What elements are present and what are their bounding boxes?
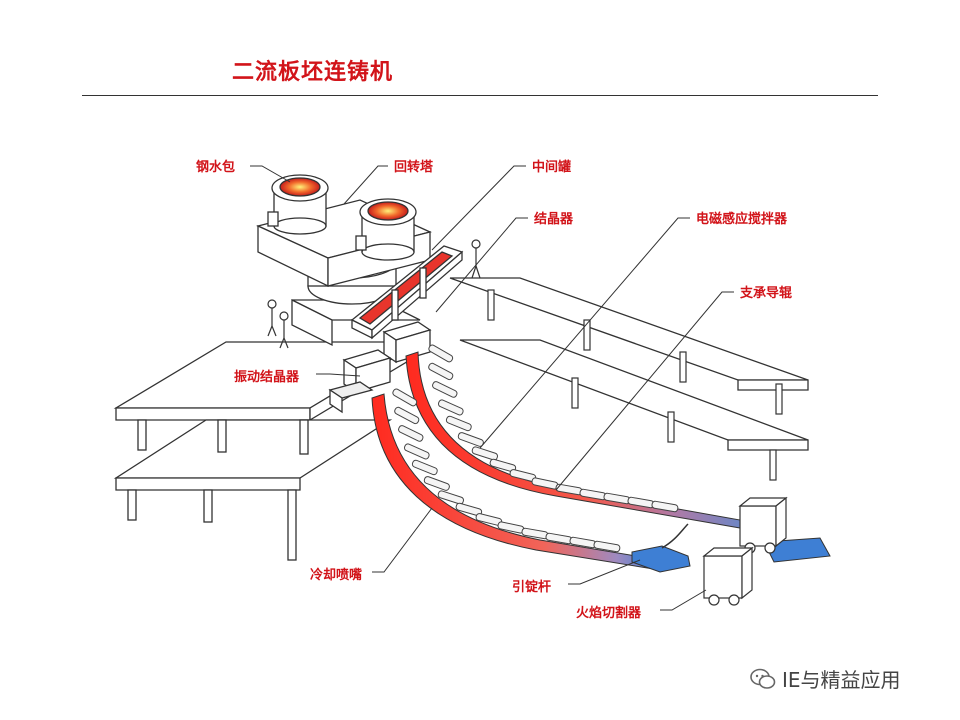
label-mold: 结晶器 (534, 212, 574, 227)
watermark-text: IE与精益应用 (782, 668, 901, 692)
label-oscillating-mold: 振动结晶器 (234, 370, 300, 385)
worker-figures (267, 239, 481, 349)
label-dummy-bar: 引锭杆 (512, 580, 552, 595)
label-turret: 回转塔 (394, 160, 434, 175)
title-rule (82, 95, 878, 96)
strand-2 (371, 393, 661, 571)
ladle-left (267, 174, 329, 235)
label-tundish: 中间罐 (532, 160, 572, 175)
dummy-bar-link (661, 523, 689, 549)
right-platform-legs (487, 289, 783, 481)
torch-cutter-2 (702, 546, 754, 606)
right-platform (449, 277, 809, 451)
tundish (350, 245, 464, 340)
leader-lines (250, 165, 734, 611)
support-rolls-2 (392, 388, 621, 553)
molds (328, 321, 432, 414)
slab-output (763, 537, 831, 563)
label-torch-cutter: 火焰切割器 (576, 606, 642, 621)
page-title: 二流板坯连铸机 (232, 60, 394, 85)
label-ems: 电磁感应搅拌器 (696, 212, 788, 227)
label-support-rolls: 支承导辊 (740, 286, 793, 301)
label-ladle: 钢水包 (196, 160, 236, 175)
left-platform-legs (127, 419, 309, 561)
label-spray-nozzle: 冷却喷嘴 (310, 568, 363, 583)
wechat-icon (750, 668, 776, 689)
ladle-right (355, 198, 417, 261)
dummy-bar (631, 545, 691, 573)
watermark: IE与精益应用 (750, 664, 901, 693)
